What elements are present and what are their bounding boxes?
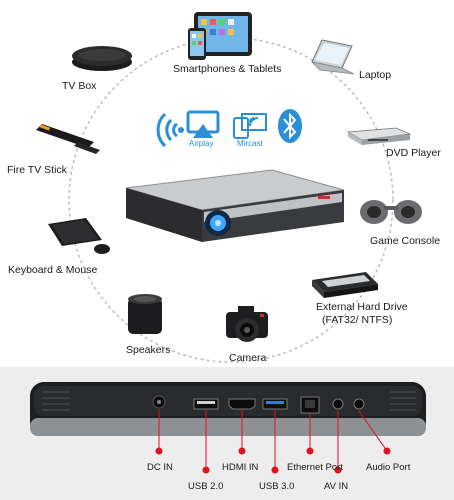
usb-2-label: USB 2.0 — [188, 481, 224, 492]
dvd-player-icon — [346, 127, 412, 145]
tv-box-label: TV Box — [62, 80, 97, 92]
camera-label: Camera — [229, 352, 267, 364]
ethernet-port-label: Ethernet Port — [287, 462, 343, 473]
wifi-signal-icon — [156, 112, 184, 148]
dvd-player-label: DVD Player — [386, 147, 441, 159]
airplay-icon — [186, 110, 220, 138]
keyboard-mouse-label: Keyboard & Mouse — [8, 264, 98, 276]
fire-tv-stick-label: Fire TV Stick — [7, 164, 67, 176]
tablet-phone-icon — [188, 12, 252, 60]
ethernet-port-icon — [300, 396, 320, 414]
external-drive-format-label: (FAT32/ NTFS) — [322, 314, 393, 326]
laptop-label: Laptop — [359, 69, 392, 81]
projector-back-panel — [30, 382, 426, 436]
game-controller-icon — [360, 200, 422, 224]
speaker-icon — [128, 294, 162, 334]
laptop-icon — [310, 39, 355, 75]
external-drive-label: External Hard Drive — [316, 301, 408, 313]
airplay-label: Airplay — [189, 139, 214, 148]
usb-3-port-icon — [262, 398, 288, 410]
dc-in-label: DC IN — [147, 462, 173, 473]
keyboard-mouse-icon — [48, 218, 110, 254]
dc-in-port-icon — [152, 395, 166, 409]
game-console-label: Game Console — [370, 235, 441, 247]
av-in-port-icon — [332, 398, 344, 410]
camera-icon — [226, 306, 268, 342]
usb-3-label: USB 3.0 — [259, 481, 295, 492]
speakers-label: Speakers — [126, 344, 171, 356]
projector-icon — [125, 169, 345, 242]
usb-2-port-icon — [193, 398, 219, 410]
smartphones-tablets-label: Smartphones & Tablets — [173, 63, 282, 75]
tv-box-icon — [72, 46, 132, 71]
mircast-icon — [233, 113, 267, 139]
bluetooth-icon — [278, 109, 302, 143]
audio-port-label: Audio Port — [366, 462, 411, 473]
av-in-label: AV IN — [324, 481, 349, 492]
audio-port-icon — [353, 398, 365, 410]
mircast-label: Mircast — [237, 139, 263, 148]
hdmi-port-icon — [228, 398, 256, 410]
hdmi-in-label: HDMI IN — [222, 462, 259, 473]
fire-tv-stick-icon — [36, 124, 100, 154]
external-hard-drive-icon — [312, 272, 378, 298]
